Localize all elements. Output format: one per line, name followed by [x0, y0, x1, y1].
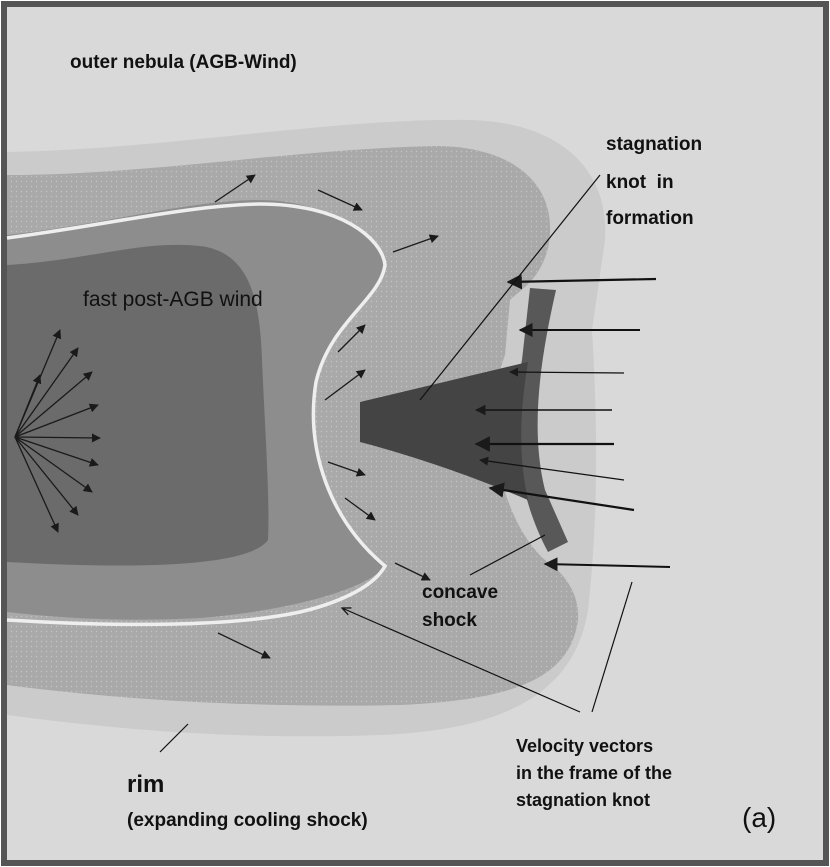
- annotation-leaders: [159, 174, 633, 753]
- knot-tail: [516, 288, 568, 552]
- shell-arrow: [394, 562, 431, 581]
- concave-label-1: concave: [422, 582, 498, 603]
- outer-nebula-label: outer nebula (AGB-Wind): [70, 52, 297, 73]
- radial-arrow: [14, 403, 99, 438]
- shell-arrow: [214, 174, 256, 203]
- incoming-arrow: [509, 367, 625, 377]
- velocity-leader-right: [591, 581, 633, 713]
- radial-arrow: [14, 433, 101, 443]
- incoming-arrow: [479, 456, 625, 481]
- radial-arrow: [14, 436, 99, 467]
- incoming-arrow: [506, 274, 657, 290]
- shell-arrow: [392, 234, 439, 253]
- velocity-label-3: stagnation knot: [516, 790, 650, 810]
- radial-arrow: [14, 436, 59, 533]
- stagnation-label-2: knot in: [606, 172, 674, 193]
- stagnation-leader: [419, 174, 601, 401]
- fast-wind-label: fast post-AGB wind: [83, 288, 263, 311]
- shell-arrow: [324, 369, 366, 401]
- shell-arrow: [327, 461, 366, 477]
- shell-arrow: [337, 324, 366, 353]
- wind-core: [7, 244, 269, 566]
- velocity-leader-left: [342, 608, 581, 713]
- stagnation-label-1: stagnation: [606, 134, 702, 155]
- panel-label: (a): [742, 802, 776, 833]
- velocity-label-2: in the frame of the: [516, 763, 672, 783]
- radial-arrow: [14, 436, 93, 493]
- rim-contact-line: [6, 202, 388, 627]
- stagnation-label-3: formation: [606, 208, 694, 229]
- concave-label-2: shock: [422, 610, 477, 631]
- radial-wind-arrows: [14, 329, 101, 533]
- shell-arrow: [344, 497, 376, 521]
- shell-arrow: [217, 632, 271, 659]
- radial-arrow: [14, 374, 42, 438]
- concave-leader: [469, 534, 546, 576]
- incoming-velocity-arrows: [474, 274, 671, 572]
- shell-arrow: [317, 189, 363, 211]
- velocity-label-1: Velocity vectors: [516, 736, 653, 756]
- radial-arrow: [14, 347, 79, 438]
- incoming-arrow: [543, 557, 671, 572]
- shell-velocity-arrows: [214, 174, 439, 659]
- rim-title: rim: [127, 771, 164, 798]
- incoming-arrow: [488, 482, 635, 512]
- radial-arrow: [14, 371, 93, 438]
- rim-subtitle: (expanding cooling shock): [127, 810, 368, 831]
- rim-leader: [159, 723, 189, 753]
- radial-arrow: [14, 436, 79, 516]
